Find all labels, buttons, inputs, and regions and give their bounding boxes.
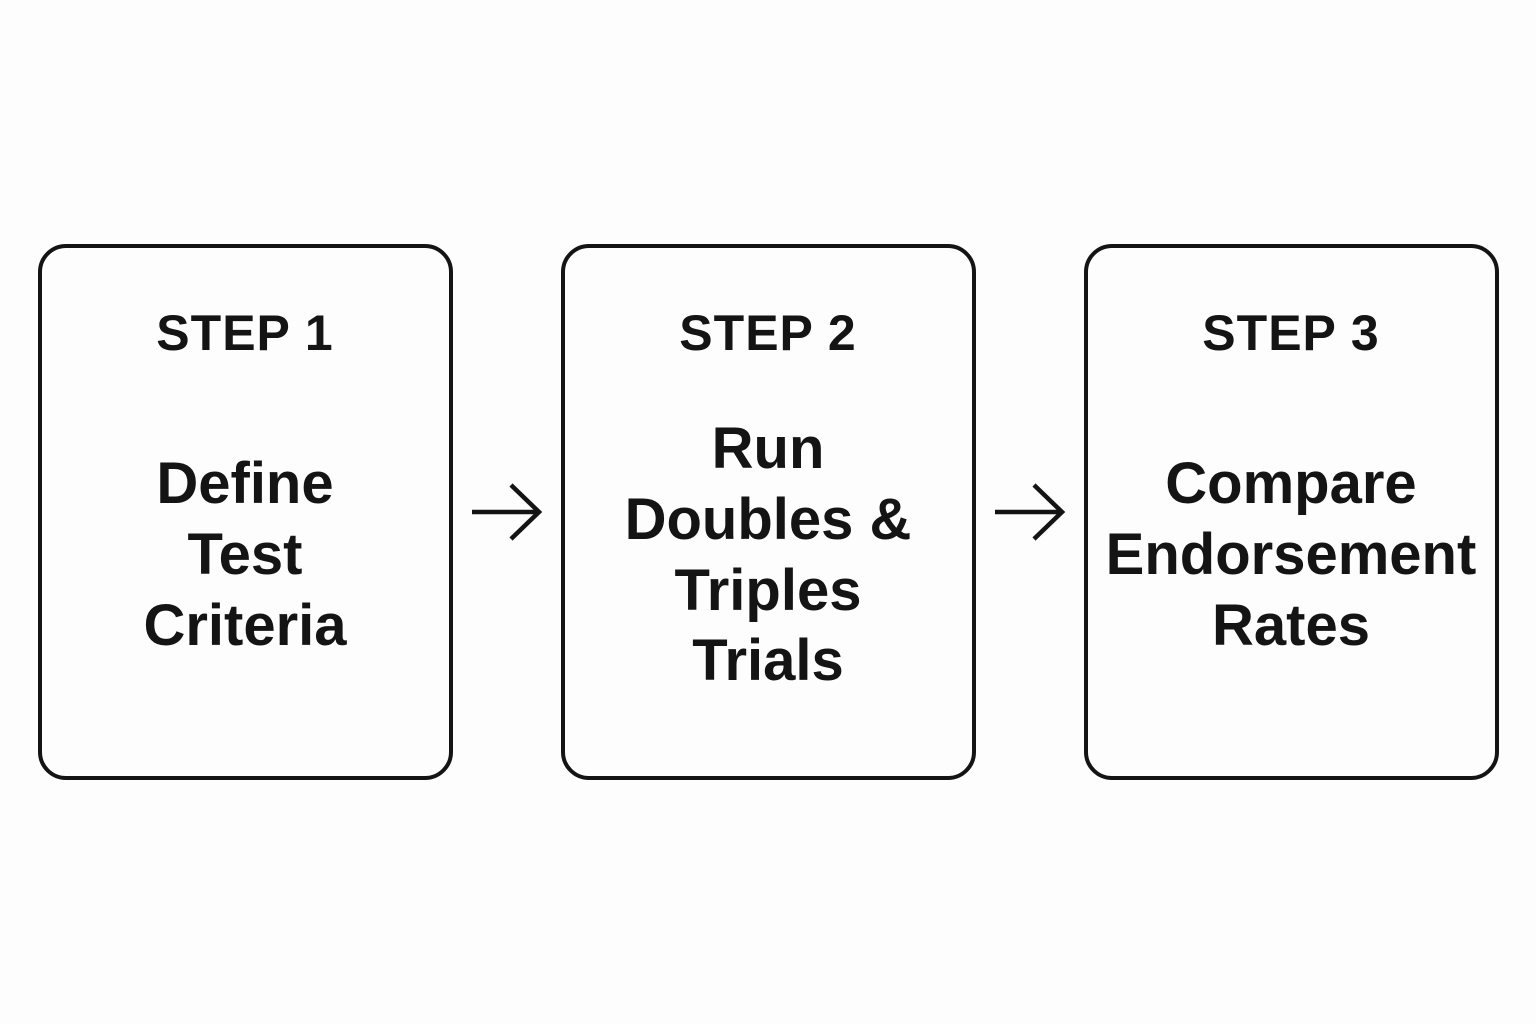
step-1-title-area: Define Test Criteria: [42, 361, 449, 776]
step-3-title: Compare Endorsement Rates: [1105, 451, 1477, 658]
step-1-title: Define Test Criteria: [143, 451, 347, 658]
right-arrow-icon: [994, 483, 1065, 541]
right-arrow-icon: [471, 483, 542, 541]
step-2-title: Run Doubles & Triples Trials: [624, 416, 912, 694]
step-2-box: STEP 2 Run Doubles & Triples Trials: [560, 244, 976, 780]
step-1-box: STEP 1 Define Test Criteria: [37, 244, 453, 780]
step-2-label: STEP 2: [679, 305, 857, 361]
step-3-label: STEP 3: [1202, 305, 1380, 361]
step-1-label: STEP 1: [156, 305, 334, 361]
step-2-title-area: Run Doubles & Triples Trials: [565, 361, 972, 776]
step-3-box: STEP 3 Compare Endorsement Rates: [1083, 244, 1499, 780]
step-3-title-area: Compare Endorsement Rates: [1088, 361, 1495, 776]
